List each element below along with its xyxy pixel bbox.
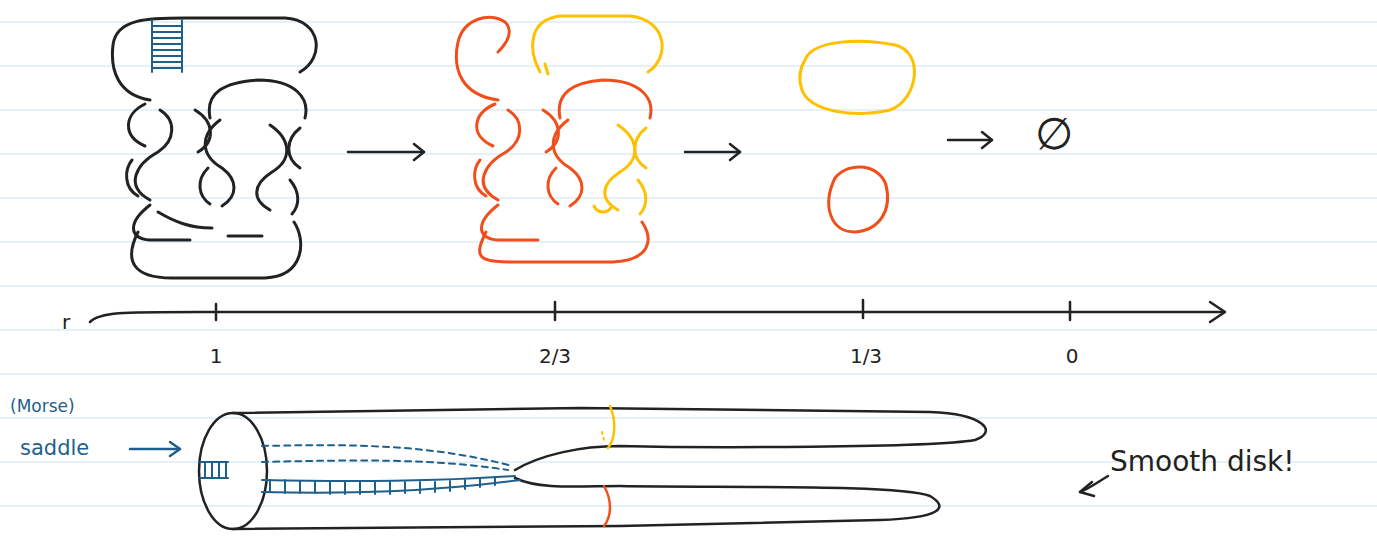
orange-slice <box>604 486 610 526</box>
tick-label: 0 <box>1066 346 1079 366</box>
tick-label: 1/3 <box>850 346 882 366</box>
saddle-trace <box>200 445 520 494</box>
tick-label: 1 <box>210 346 223 366</box>
arrow <box>948 132 992 148</box>
note-label: Smooth disk! <box>1110 448 1295 476</box>
tick-label: 2/3 <box>539 346 571 366</box>
disk-arrow <box>1080 476 1108 496</box>
empty-set: ∅ <box>1035 112 1073 156</box>
yellow-slice <box>608 406 614 448</box>
axis-name: r <box>62 312 70 332</box>
saddle-arrow <box>130 442 180 456</box>
disk-surface <box>199 408 986 529</box>
orange-circle <box>829 167 888 232</box>
saddle-band <box>152 20 182 72</box>
yellow-circle <box>800 41 915 113</box>
knot <box>112 18 316 278</box>
orange-component <box>456 17 651 262</box>
callout-label: (Morse) <box>10 398 75 415</box>
r-axis <box>90 300 1225 322</box>
callout-label: saddle <box>20 438 89 459</box>
yellow-slice-hidden <box>602 432 604 440</box>
yellow-component <box>533 16 663 214</box>
arrow <box>685 144 740 160</box>
arrow <box>348 144 424 160</box>
